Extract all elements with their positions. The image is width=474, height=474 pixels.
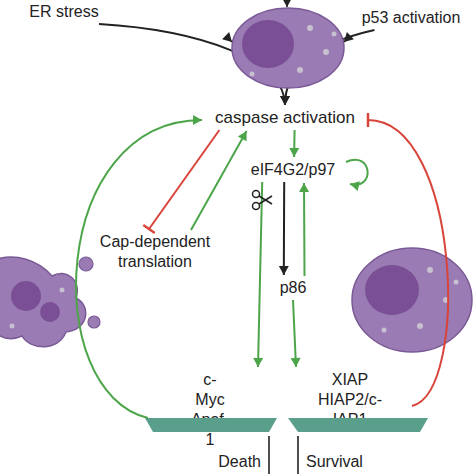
scissors-handle [253,191,260,198]
cell-body [0,257,86,347]
scissors-handle [253,203,260,210]
scissors-blade [259,196,272,204]
activation-connector [293,130,296,157]
process-label: Cap-dependent translation [95,232,215,272]
cell-granule [10,324,15,329]
outcome-bar [288,418,428,432]
stressed-cell [232,8,344,88]
stimulus-arrow [344,36,350,42]
cell-granule [427,267,433,273]
inhibition-connector [149,130,219,229]
nucleus-fragment [11,281,41,311]
activation-connector [76,120,202,418]
node-text: eIF4G2/p97 [251,160,336,180]
stimulus-arrow [226,36,232,42]
stimulus-arrow [286,0,288,7]
surviving-cell [352,248,472,352]
cell-granule [382,328,387,333]
node-text: c-Myc Apaf-1 [191,370,229,450]
node-text: Death [218,452,261,472]
protein-label: XIAP HIAP2/c-IAP1 [290,370,410,430]
process-label: caspase activation [205,108,365,128]
outcome-bar [145,418,277,432]
node-text: p53 activation [362,8,461,28]
feedback-loop [346,160,368,185]
scissors-symbol [253,191,273,210]
cell-granule [332,32,337,37]
protein-label: c-Myc Apaf-1 [150,370,270,450]
cell-nucleus [365,265,419,315]
outcome-tick [268,436,270,474]
apoptotic-cell [0,257,100,347]
outcome-band: Death [145,418,277,474]
protein-label: eIF4G2/p97 [238,160,348,180]
stimulus-label: ER stress [14,2,114,22]
stimulus-label: p53 activation [350,8,472,28]
activation-connector [285,30,374,105]
outcome-band: Survival [288,418,428,474]
node-text: Survival [306,452,363,472]
activation-connector [293,300,296,367]
inhibition-connector [368,120,448,406]
nucleus-fragment [40,302,60,322]
outcome-tick [297,436,299,474]
cell-granule [454,280,459,285]
node-text: caspase activation [215,108,355,128]
cell-granule [323,49,329,55]
cell-body [352,248,472,352]
node-text: XIAP HIAP2/c-IAP1 [318,370,382,430]
protein-label: p86 [270,278,316,298]
activation-connector [303,183,306,276]
band-shape [145,418,277,474]
node-text: Cap-dependent translation [95,232,215,272]
cell-granule [443,297,449,303]
activation-connector [283,182,285,275]
band-shape [288,418,428,474]
apoptotic-bleb [88,316,100,328]
cell-nucleus [242,20,294,68]
scissors-blade [259,196,272,204]
apoptotic-bleb [79,257,93,271]
cell-granule [297,67,303,73]
cell-granule [307,25,313,31]
activation-connector [99,24,285,105]
activation-connector [191,131,247,230]
node-text: p86 [280,278,307,298]
activation-connector [258,182,262,367]
cell-body [232,8,344,88]
node-text: ER stress [29,2,98,22]
cell-granule [250,72,255,77]
cell-granule [417,323,423,329]
cell-granule [60,288,65,293]
